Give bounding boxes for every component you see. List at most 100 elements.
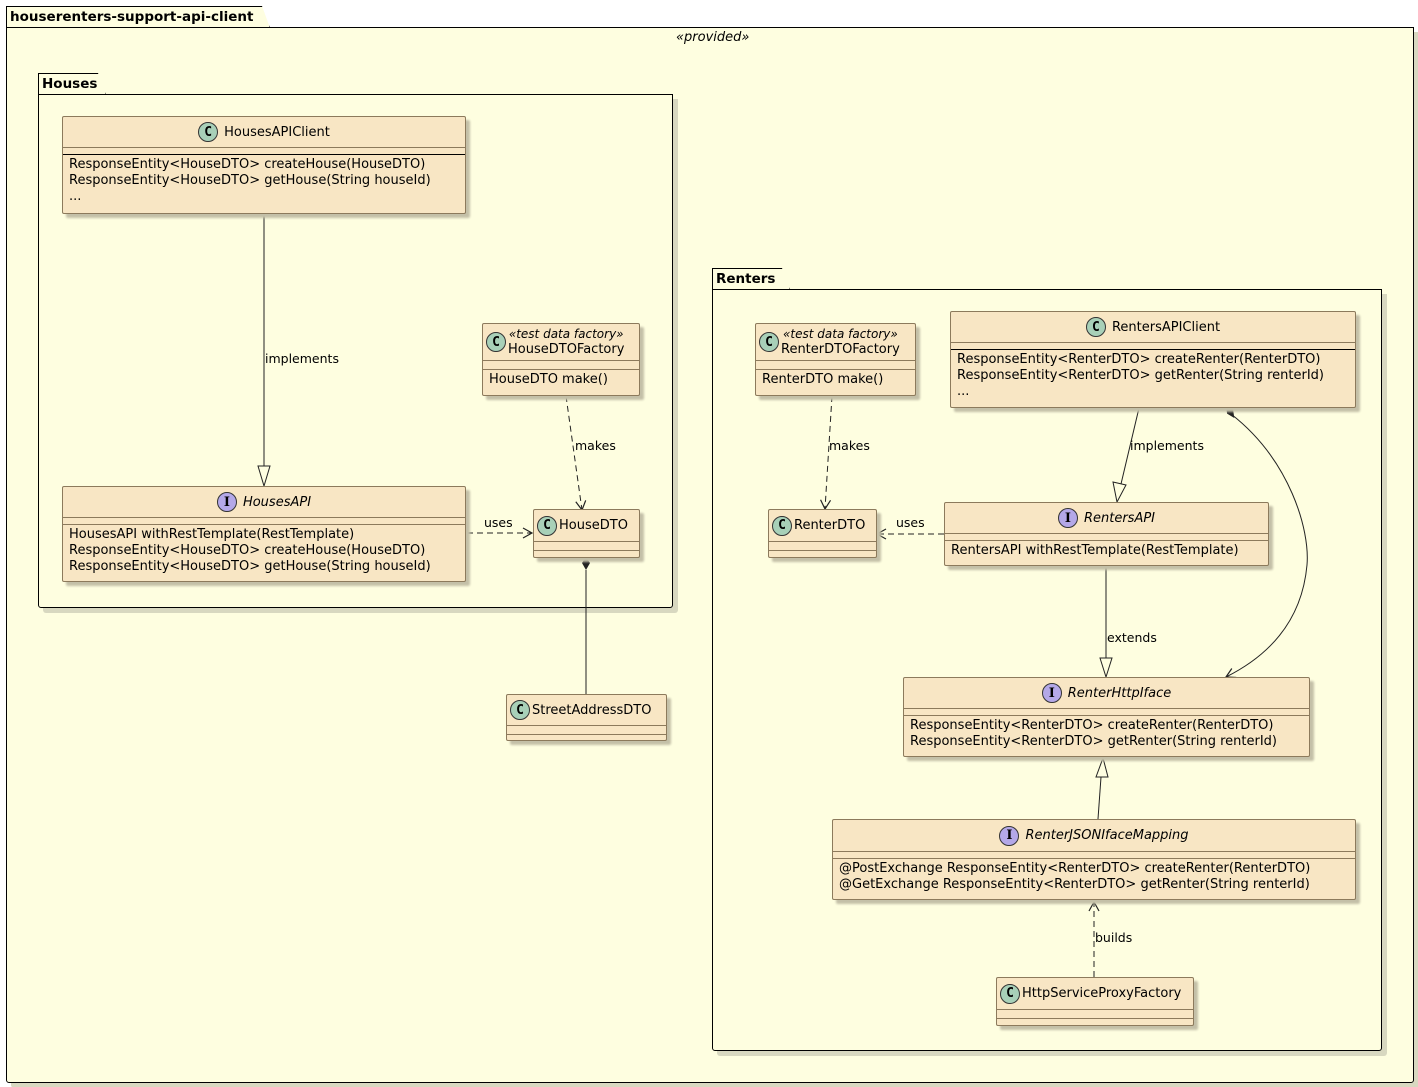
class-name: HouseDTO xyxy=(559,518,628,533)
label-implements: implements xyxy=(1130,438,1204,453)
class-name: RenterDTO xyxy=(794,518,866,533)
class-name: RenterDTOFactory xyxy=(781,342,900,357)
renters-package-tab: Renters xyxy=(712,268,790,290)
class-header: C HouseDTO xyxy=(534,510,639,542)
interface-i-icon: I xyxy=(216,492,237,512)
class-c-icon: C xyxy=(537,515,557,536)
renters-package-name: Renters xyxy=(716,271,776,287)
interface-rentersapi[interactable]: I RentersAPI RentersAPI withRestTemplate… xyxy=(944,502,1269,566)
method: ResponseEntity<RenterDTO> createRenter(R… xyxy=(910,718,1274,733)
class-housedto[interactable]: C HouseDTO xyxy=(533,509,640,558)
attribute-section xyxy=(507,726,666,735)
class-name: RentersAPI xyxy=(1083,510,1156,526)
class-header: I HousesAPI xyxy=(63,487,465,518)
class-name: StreetAddressDTO xyxy=(532,702,652,718)
class-name: RentersAPIClient xyxy=(1111,319,1221,335)
attribute-section xyxy=(534,542,639,551)
method: HousesAPI withRestTemplate(RestTemplate) xyxy=(69,527,355,542)
class-c-icon: C xyxy=(1000,983,1020,1004)
label-makes: makes xyxy=(575,438,616,453)
class-header: I RenterJSONIfaceMapping xyxy=(833,820,1355,852)
class-httpserviceproxyfactory[interactable]: C HttpServiceProxyFactory xyxy=(996,977,1194,1026)
class-c-icon: C xyxy=(759,332,779,352)
class-header: C RenterDTO xyxy=(769,510,876,542)
class-renterdto[interactable]: C RenterDTO xyxy=(768,509,877,558)
interface-i-icon: I xyxy=(1041,683,1062,703)
label-extends: extends xyxy=(1107,630,1157,645)
class-header: I RentersAPI xyxy=(945,503,1268,534)
label-makes: makes xyxy=(829,438,870,453)
interface-renterhttpiface[interactable]: I RenterHttpIface ResponseEntity<RenterD… xyxy=(903,677,1310,757)
method-list: ResponseEntity<HouseDTO> createHouse(Hou… xyxy=(63,155,465,207)
method: ResponseEntity<HouseDTO> getHouse(String… xyxy=(69,173,431,188)
class-c-icon: C xyxy=(486,332,506,352)
method: ResponseEntity<RenterDTO> createRenter(R… xyxy=(957,352,1321,367)
attribute-section xyxy=(756,361,915,370)
method-list: ResponseEntity<RenterDTO> createRenter(R… xyxy=(951,350,1355,402)
method: RenterDTO make() xyxy=(762,372,884,387)
class-c-icon: C xyxy=(510,700,530,720)
class-rentersapiclient[interactable]: C RentersAPIClient ResponseEntity<Renter… xyxy=(950,311,1356,408)
divider xyxy=(833,852,1355,859)
method: ResponseEntity<HouseDTO> createHouse(Hou… xyxy=(69,157,426,172)
houses-package-tab: Houses xyxy=(38,73,106,95)
class-name: HttpServiceProxyFactory xyxy=(1022,986,1182,1001)
class-housedtofactory[interactable]: C «test data factory» HouseDTOFactory Ho… xyxy=(482,323,640,396)
interface-i-icon: I xyxy=(1057,508,1078,528)
method-list: HouseDTO make() xyxy=(483,370,639,390)
class-stereotype: «test data factory» xyxy=(508,327,624,341)
class-housesapiclient[interactable]: C HousesAPIClient ResponseEntity<HouseDT… xyxy=(62,116,466,214)
attribute-section xyxy=(997,1010,1193,1019)
label-uses: uses xyxy=(484,515,513,530)
method-list: @PostExchange ResponseEntity<RenterDTO> … xyxy=(833,859,1355,895)
class-header: C HttpServiceProxyFactory xyxy=(997,978,1193,1010)
attribute-section xyxy=(483,361,639,370)
root-package-name: houserenters-support-api-client xyxy=(10,9,254,25)
divider xyxy=(63,148,465,155)
interface-renterjsonifacemapping[interactable]: I RenterJSONIfaceMapping @PostExchange R… xyxy=(832,819,1356,900)
label-uses: uses xyxy=(896,515,925,530)
interface-i-icon: I xyxy=(999,825,1020,846)
method: @PostExchange ResponseEntity<RenterDTO> … xyxy=(839,861,1311,876)
method-list: RentersAPI withRestTemplate(RestTemplate… xyxy=(945,541,1268,561)
divider xyxy=(63,518,465,525)
class-header: C HousesAPIClient xyxy=(63,117,465,148)
class-c-icon: C xyxy=(198,122,219,142)
class-header: I RenterHttpIface xyxy=(904,678,1309,709)
method: @GetExchange ResponseEntity<RenterDTO> g… xyxy=(839,877,1310,892)
houses-package-name: Houses xyxy=(42,76,98,92)
class-name: RenterHttpIface xyxy=(1067,685,1172,701)
label-implements: implements xyxy=(265,351,339,366)
class-name: HousesAPI xyxy=(242,494,312,510)
class-renterdtofactory[interactable]: C «test data factory» RenterDTOFactory R… xyxy=(755,323,916,396)
class-header: C «test data factory» RenterDTOFactory xyxy=(756,324,915,361)
class-name: HouseDTOFactory xyxy=(508,342,625,357)
class-name: HousesAPIClient xyxy=(224,124,330,140)
method: RentersAPI withRestTemplate(RestTemplate… xyxy=(951,543,1239,558)
method: ... xyxy=(957,384,970,399)
method-list: HousesAPI withRestTemplate(RestTemplate)… xyxy=(63,525,465,577)
method: ResponseEntity<HouseDTO> getHouse(String… xyxy=(69,559,431,574)
method: ResponseEntity<RenterDTO> getRenter(Stri… xyxy=(957,368,1324,383)
method: ResponseEntity<HouseDTO> createHouse(Hou… xyxy=(69,543,426,558)
class-c-icon: C xyxy=(772,515,792,536)
root-package-tab: houserenters-support-api-client xyxy=(6,6,270,28)
method: ... xyxy=(69,189,82,204)
class-header: C RentersAPIClient xyxy=(951,312,1355,343)
divider xyxy=(945,534,1268,541)
class-header: C «test data factory» HouseDTOFactory xyxy=(483,324,639,361)
class-header: C StreetAddressDTO xyxy=(507,695,666,726)
class-c-icon: C xyxy=(1085,317,1106,337)
method-list: ResponseEntity<RenterDTO> createRenter(R… xyxy=(904,716,1309,752)
class-stereotype: «test data factory» xyxy=(783,327,898,341)
interface-housesapi[interactable]: I HousesAPI HousesAPI withRestTemplate(R… xyxy=(62,486,466,582)
method-list: RenterDTO make() xyxy=(756,370,915,390)
method: HouseDTO make() xyxy=(489,372,608,387)
divider xyxy=(951,343,1355,350)
divider xyxy=(904,709,1309,716)
method: ResponseEntity<RenterDTO> getRenter(Stri… xyxy=(910,734,1277,749)
class-streetaddressdto[interactable]: C StreetAddressDTO xyxy=(506,694,667,741)
attribute-section xyxy=(769,542,876,551)
root-package-stereotype: «provided» xyxy=(676,30,750,45)
label-builds: builds xyxy=(1095,930,1133,945)
